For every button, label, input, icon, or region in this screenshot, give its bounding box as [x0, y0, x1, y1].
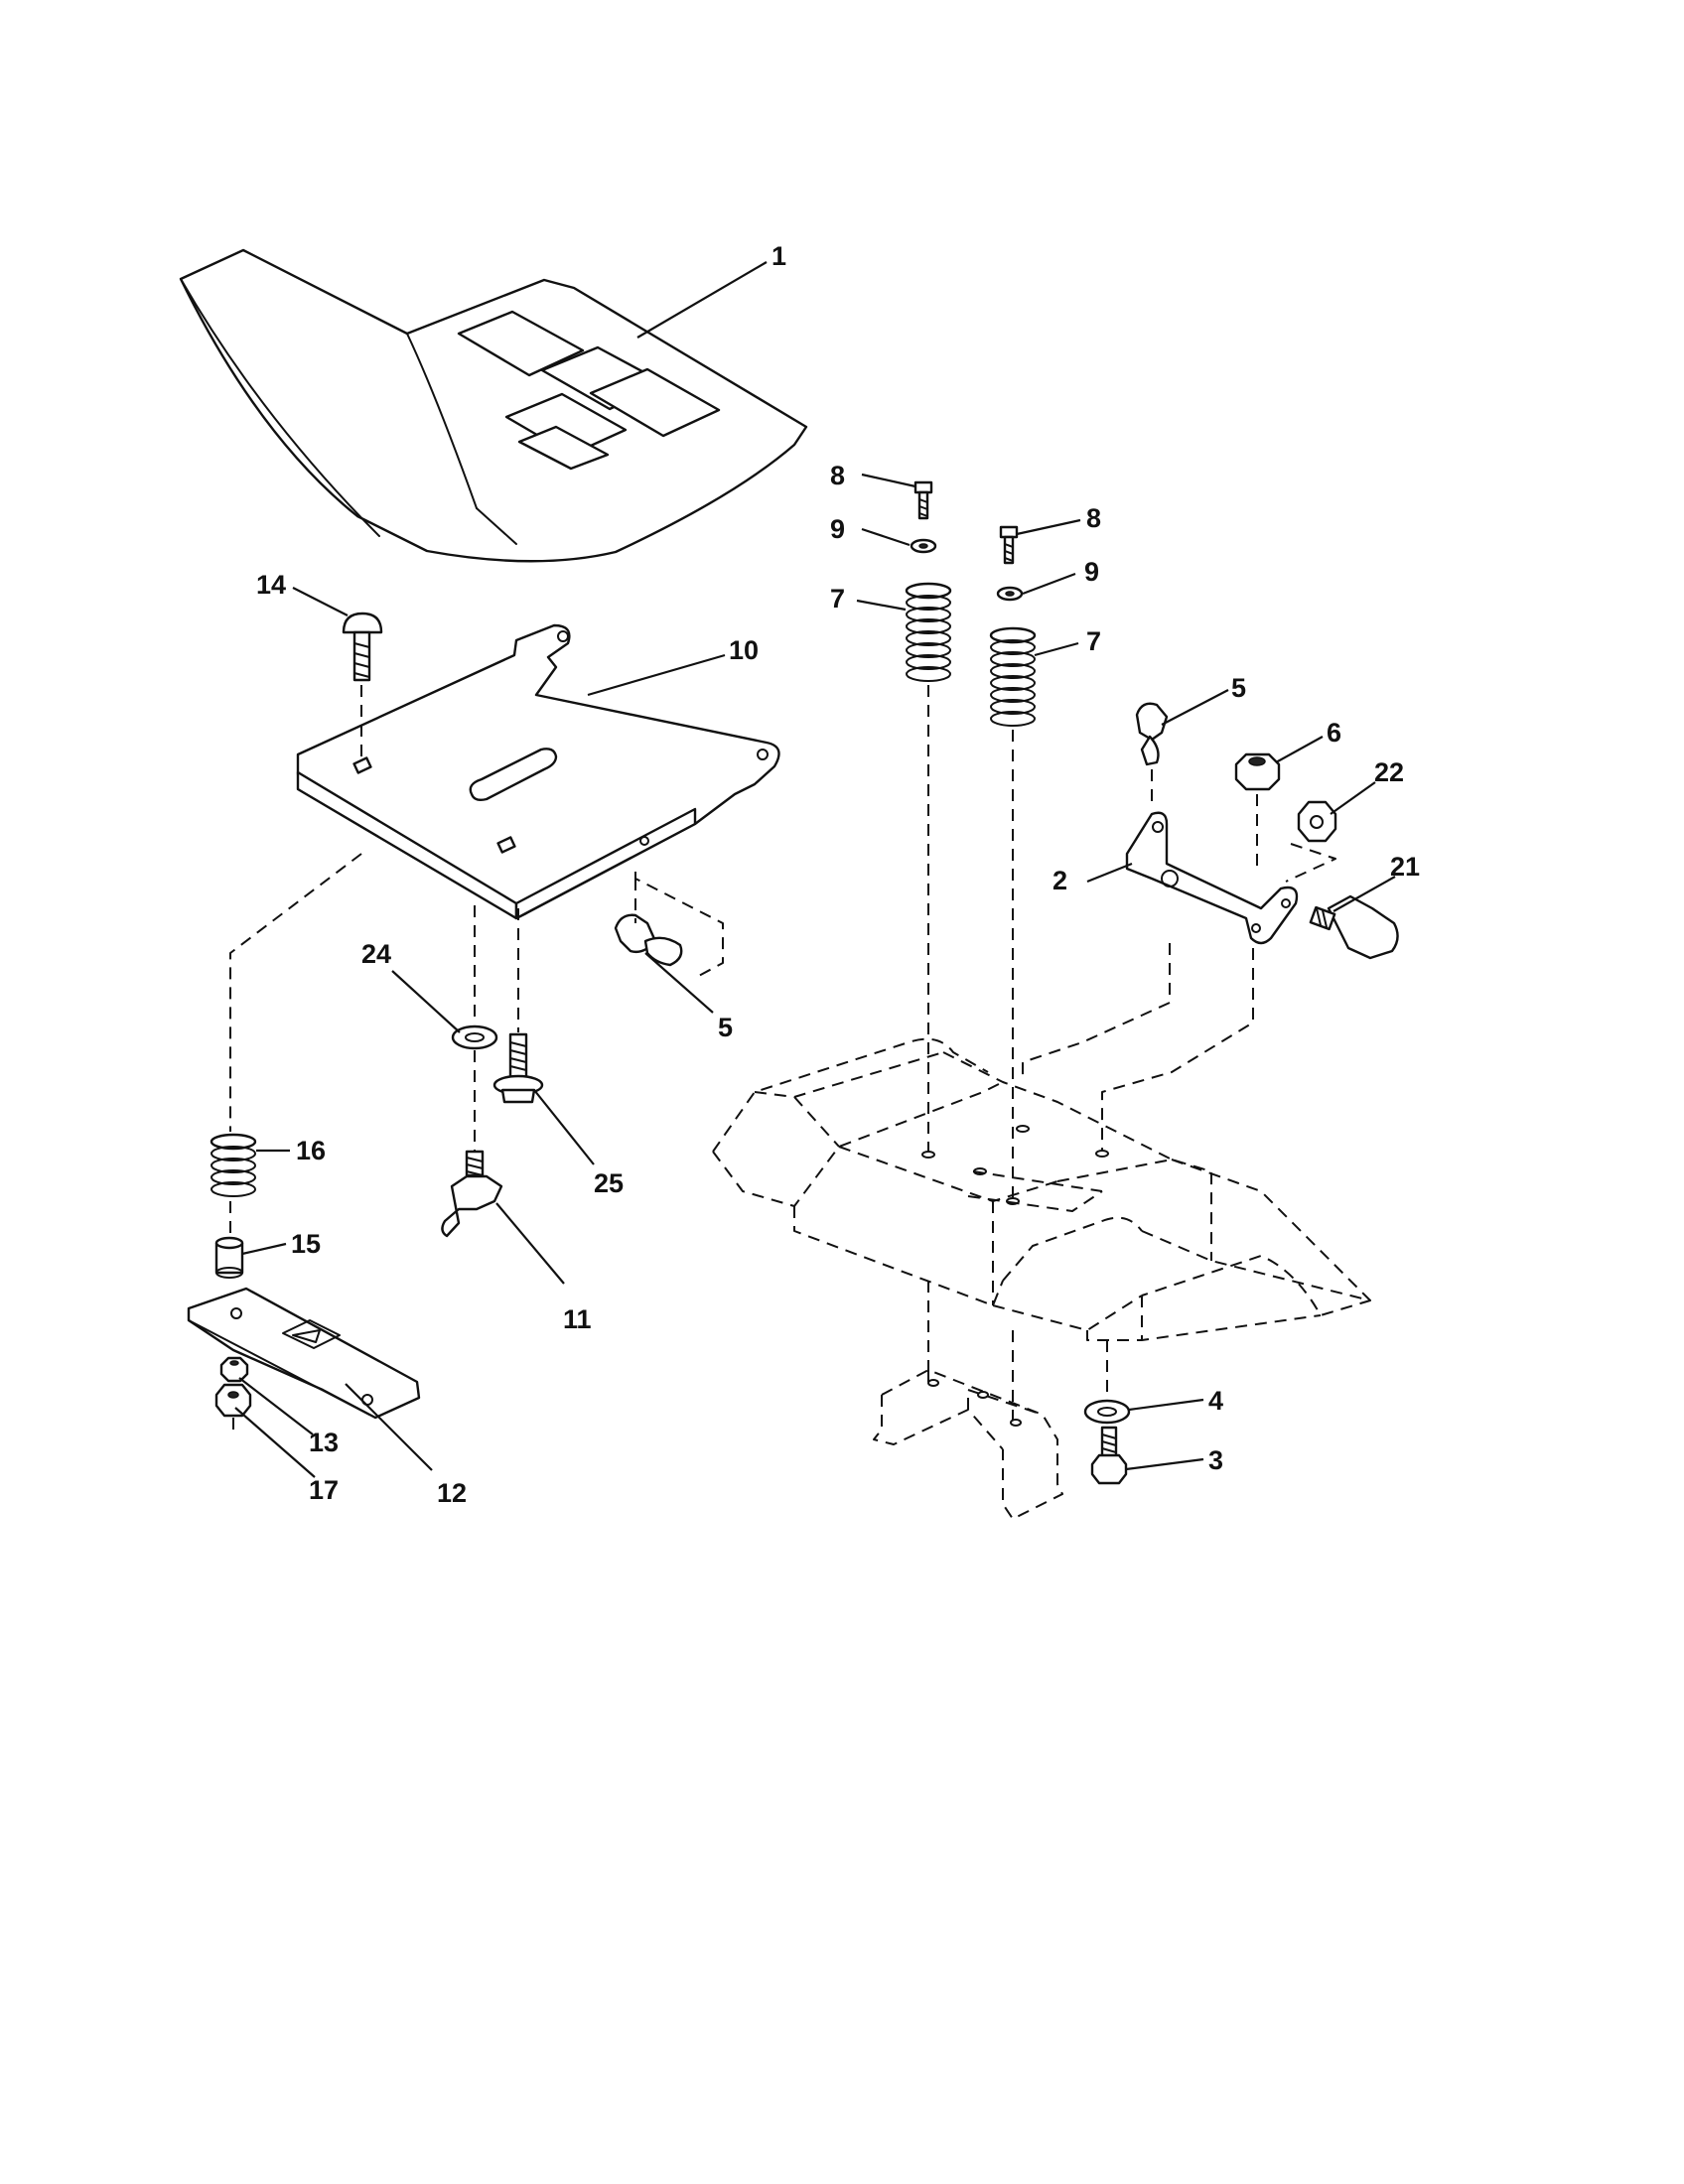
nut: [1234, 752, 1281, 874]
seat-clip-right: [1135, 702, 1169, 804]
spring-stack-left: [905, 480, 952, 1152]
adjustment-plate: [187, 1287, 421, 1420]
callout-11: 11: [563, 1304, 592, 1334]
callout-12: 12: [437, 1478, 467, 1508]
callout-21: 21: [1390, 852, 1420, 882]
callout-10: 10: [729, 635, 759, 665]
callout-13: 13: [309, 1428, 339, 1457]
seat-pan: [296, 623, 780, 920]
shoulder-bolt: [1309, 894, 1399, 960]
callout-22: 22: [1374, 757, 1404, 787]
spring-small: [210, 1133, 257, 1197]
bushing: [214, 1236, 244, 1279]
callout-7a: 7: [830, 584, 845, 614]
spring-stack-right: [989, 525, 1037, 1201]
callout-17: 17: [309, 1475, 339, 1505]
callout-25: 25: [594, 1168, 624, 1198]
locknut-small: [214, 1383, 252, 1418]
tractor-frame-outline: [712, 1037, 1371, 1341]
frame-bracket-outline: [873, 1281, 1063, 1520]
callout-6: 6: [1327, 718, 1341, 748]
callout-2: 2: [1052, 866, 1067, 895]
callout-1: 1: [772, 241, 786, 271]
callout-5a: 5: [1231, 673, 1246, 703]
callout-8a: 8: [830, 461, 845, 490]
callout-labels: 1 14 10 8 8 9 9 7 7 5 5 6 22 2 21 24 25 …: [256, 241, 1420, 1508]
callout-9a: 9: [830, 514, 845, 544]
callout-16: 16: [296, 1136, 326, 1165]
callout-3: 3: [1208, 1445, 1223, 1475]
carriage-bolt: [342, 612, 383, 759]
callout-5b: 5: [718, 1013, 733, 1042]
wing-knob: [441, 1150, 503, 1238]
callout-4: 4: [1208, 1386, 1223, 1416]
hex-bolt: [1090, 1426, 1128, 1485]
callout-leaders: [234, 261, 1396, 1478]
callout-24: 24: [361, 939, 391, 969]
seat-clip-left: [614, 872, 724, 979]
seat: [179, 248, 808, 563]
left-stack: [187, 853, 421, 1434]
callout-8b: 8: [1086, 503, 1101, 533]
seat-bracket: [1022, 811, 1299, 1152]
callout-14: 14: [256, 570, 286, 600]
locknut: [1285, 800, 1337, 883]
callout-9b: 9: [1084, 557, 1099, 587]
washer-lower: [1083, 1340, 1131, 1425]
flange-bolt: [492, 908, 544, 1104]
nut-small: [219, 1356, 249, 1383]
callout-15: 15: [291, 1229, 321, 1259]
washer: [451, 905, 498, 1152]
callout-7b: 7: [1086, 626, 1101, 656]
